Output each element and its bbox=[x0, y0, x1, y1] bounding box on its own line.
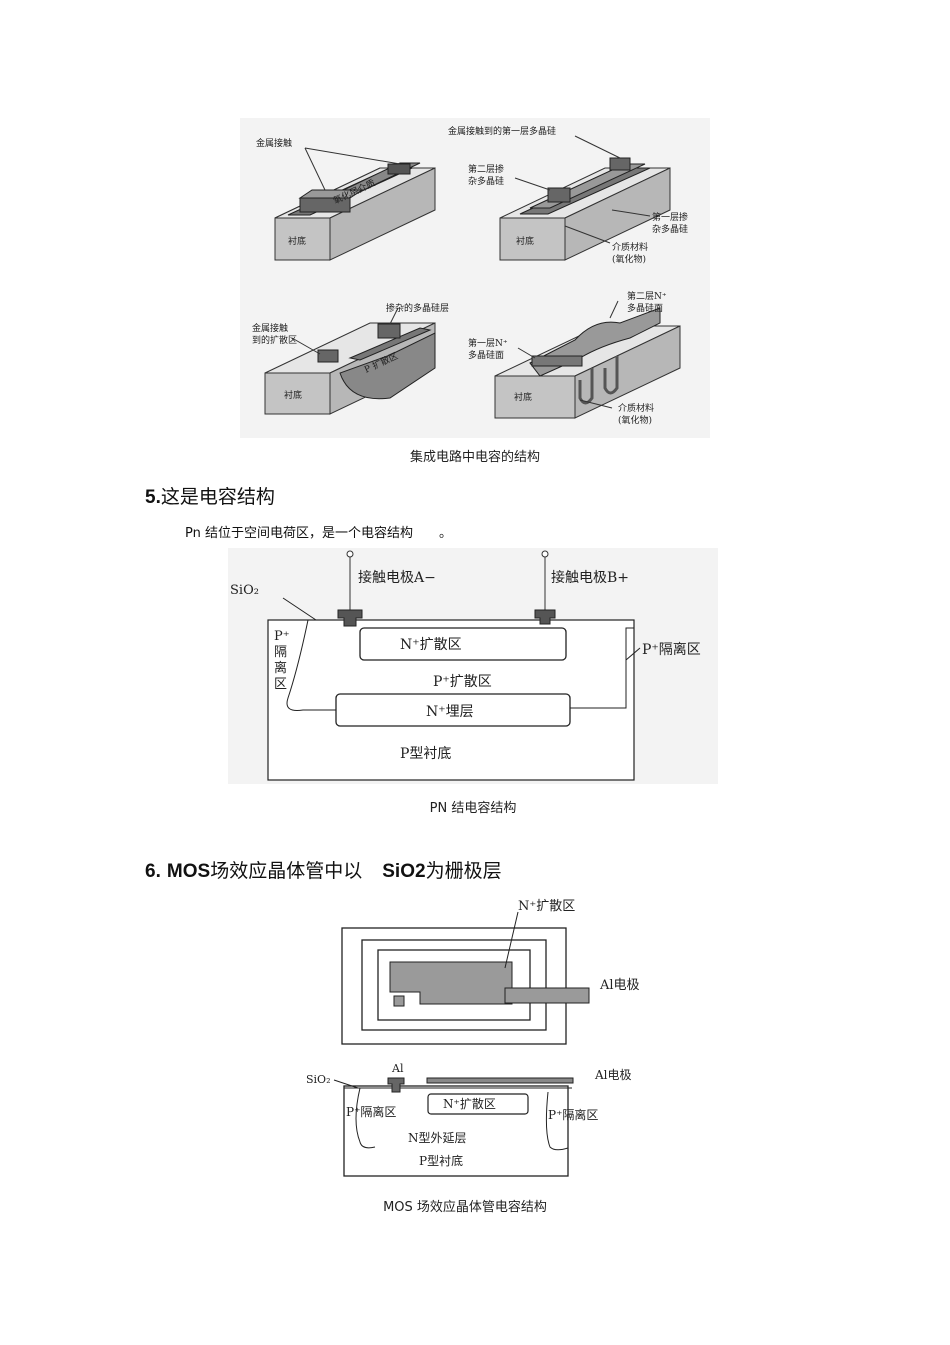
section6-heading: 6. MOS场效应晶体管中以 SiO2为栅极层 bbox=[145, 856, 502, 883]
pn-figure-caption: PN 结电容结构 bbox=[429, 801, 517, 816]
pn-iso-left-1: P⁺ bbox=[274, 629, 290, 644]
panel-b-dielectric-1: 介质材料 bbox=[612, 241, 648, 253]
panel-d-dielectric-1: 介质材料 bbox=[618, 402, 654, 414]
mos-al-electrode-side: Al电极 bbox=[594, 1068, 632, 1082]
section5-description-tail: 。 bbox=[438, 526, 452, 541]
panel-c-contact-2: 到的扩散区 bbox=[252, 334, 297, 346]
pn-iso-left-4: 区 bbox=[274, 677, 287, 692]
mos-figure-caption: MOS 场效应晶体管电容结构 bbox=[383, 1200, 547, 1215]
panel-d-first-n-2: 多晶硅面 bbox=[468, 349, 504, 361]
mos-figure: N⁺扩散区 Al电极 SiO₂ Al Al电极 P⁺隔离区 N⁺扩散区 P⁺隔离… bbox=[300, 892, 650, 1182]
panel-c-contact-1: 金属接触 bbox=[252, 322, 288, 334]
mos-p-substrate-label: P型衬底 bbox=[419, 1153, 463, 1168]
mos-p-iso-left: P⁺隔离区 bbox=[346, 1104, 396, 1119]
mos-n-epi-label: N型外延层 bbox=[408, 1131, 467, 1145]
ic-capacitor-diagram: 金属接触 氧化层介质 衬底 金属接触到的第一层多晶硅 第二层掺 杂多晶硅 第一层… bbox=[252, 125, 688, 426]
section5-heading: 5.这是电容结构 bbox=[145, 482, 275, 509]
panel-c bbox=[264, 307, 436, 415]
mos-al-label: Al bbox=[391, 1062, 404, 1075]
mos-cross-section bbox=[333, 1077, 574, 1177]
mos-top-view bbox=[341, 911, 590, 1045]
pn-iso-left-3: 离 bbox=[274, 660, 287, 676]
mos-n-diffusion-label: N⁺扩散区 bbox=[443, 1096, 496, 1111]
pn-isolation-left bbox=[286, 619, 336, 711]
panel-d-substrate: 衬底 bbox=[514, 391, 532, 403]
panel-b-first-poly-2: 杂多晶硅 bbox=[652, 223, 688, 235]
panel-d-second-n-1: 第二层N⁺ bbox=[627, 290, 667, 302]
ic-capacitor-figure: 金属接触 氧化层介质 衬底 金属接触到的第一层多晶硅 第二层掺 杂多晶硅 第一层… bbox=[240, 118, 710, 438]
panel-d-dielectric-2: (氧化物) bbox=[618, 414, 652, 426]
section6-title-sio2: SiO2 bbox=[382, 861, 426, 882]
pn-junction-figure: SiO₂ 接触电极A− 接触电极B+ P⁺ 隔 离 区 N⁺扩散区 P⁺隔离区 … bbox=[228, 548, 718, 784]
section5-title: 这是电容结构 bbox=[160, 486, 275, 508]
figure1-caption: 集成电路中电容的结构 bbox=[409, 450, 540, 465]
mos-p-iso-right: P⁺隔离区 bbox=[548, 1107, 598, 1122]
panel-b-second-poly-1: 第二层掺 bbox=[468, 163, 504, 175]
contact-a-icon bbox=[337, 550, 363, 627]
section6-title-end: 为栅极层 bbox=[425, 860, 502, 882]
panel-b-dielectric-2: (氧化物) bbox=[612, 253, 646, 265]
section6-number: 6. bbox=[145, 861, 161, 882]
mos-sio2-label: SiO₂ bbox=[306, 1073, 330, 1086]
panel-b-second-poly-2: 杂多晶硅 bbox=[468, 175, 504, 187]
panel-c-doped-poly: 掺杂的多晶硅层 bbox=[386, 302, 449, 314]
pn-iso-right-label: P⁺隔离区 bbox=[642, 641, 701, 658]
panel-c-substrate: 衬底 bbox=[284, 389, 302, 401]
mos-n-diffusion-top: N⁺扩散区 bbox=[518, 899, 575, 914]
pn-p-substrate-label: P型衬底 bbox=[400, 746, 451, 762]
panel-a-substrate: 衬底 bbox=[288, 235, 306, 247]
panel-d bbox=[494, 300, 681, 419]
section5-description-text: Pn 结位于空间电荷区，是一个电容结构 bbox=[185, 526, 413, 541]
panel-a-metal-contact: 金属接触 bbox=[256, 137, 292, 149]
section5-number: 5. bbox=[145, 487, 161, 508]
mos-diagram: N⁺扩散区 Al电极 SiO₂ Al Al电极 P⁺隔离区 N⁺扩散区 P⁺隔离… bbox=[306, 899, 640, 1177]
panel-b-first-poly-1: 第一层掺 bbox=[652, 211, 688, 223]
pn-iso-left-2: 隔 bbox=[274, 645, 287, 660]
pn-isolation-right bbox=[570, 627, 634, 709]
panel-b bbox=[499, 135, 671, 261]
mos-al-electrode-top: Al电极 bbox=[599, 978, 640, 993]
pn-electrode-a: 接触电极A− bbox=[358, 569, 436, 586]
panel-b-substrate: 衬底 bbox=[516, 235, 534, 247]
contact-b-icon bbox=[534, 550, 556, 625]
panel-d-first-n-1: 第一层N⁺ bbox=[468, 337, 508, 349]
pn-electrode-b: 接触电极B+ bbox=[551, 569, 629, 586]
pn-p-diffusion-label: P⁺扩散区 bbox=[433, 674, 492, 690]
pn-n-diffusion-box bbox=[359, 627, 567, 661]
pn-sio2-label: SiO₂ bbox=[230, 583, 259, 598]
panel-a bbox=[274, 147, 436, 261]
section6-title-mos: MOS bbox=[166, 861, 211, 882]
section5-description: Pn 结位于空间电荷区，是一个电容结构 。 bbox=[185, 522, 452, 541]
panel-d-second-n-2: 多晶硅面 bbox=[627, 302, 663, 314]
pn-junction-diagram: SiO₂ 接触电极A− 接触电极B+ P⁺ 隔 离 区 N⁺扩散区 P⁺隔离区 … bbox=[230, 550, 701, 781]
pn-n-diffusion-label: N⁺扩散区 bbox=[400, 637, 462, 653]
pn-n-buried-label: N⁺埋层 bbox=[426, 704, 474, 720]
section6-title-mid: 场效应晶体管中以 bbox=[210, 860, 363, 882]
pn-n-buried-box bbox=[335, 693, 571, 727]
panel-b-contact-first-poly: 金属接触到的第一层多晶硅 bbox=[448, 125, 556, 137]
